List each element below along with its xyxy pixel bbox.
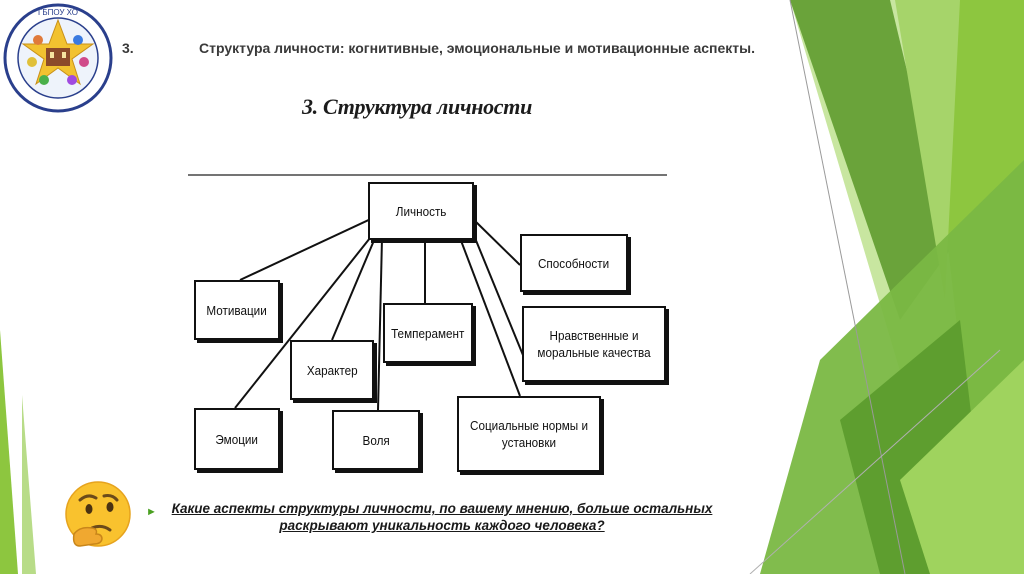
left-green-stripe xyxy=(0,330,18,574)
right-dark-green-tri xyxy=(790,0,950,320)
node-volya: Воля xyxy=(332,410,420,470)
connector-emotsii xyxy=(234,237,371,409)
heading-number: 3. xyxy=(122,40,134,56)
heading-text: Структура личности: когнитивные, эмоцион… xyxy=(199,40,755,56)
node-motivatsii: Мотивации xyxy=(194,280,280,340)
node-sposobnosti: Способности xyxy=(520,234,628,292)
left-light-stripe xyxy=(22,395,36,574)
connector-sposobnosti xyxy=(471,217,521,266)
personality-structure-diagram: Личность Способности Мотивации Темпераме… xyxy=(180,160,680,480)
node-nravstvennye: Нравственные и моральные качества xyxy=(522,306,666,382)
connector-nravstvennye xyxy=(474,237,526,361)
connector-sotsialnye xyxy=(459,237,521,397)
node-lichnost: Личность xyxy=(368,182,474,240)
right-thin-line xyxy=(789,0,906,574)
node-kharakter: Характер xyxy=(290,340,374,400)
node-sotsialnye: Социальные нормы и установки xyxy=(457,396,601,472)
diagram-connectors xyxy=(188,174,667,411)
right-bottom-tri xyxy=(900,360,1024,574)
college-emblem-icon: ГБПОУ ХО xyxy=(3,3,113,113)
bullet-arrow-icon: ► xyxy=(146,506,157,518)
connector-kharakter xyxy=(331,237,376,341)
right-mid-tri xyxy=(895,0,960,300)
thinking-face-icon xyxy=(65,481,131,547)
node-temperament: Темперамент xyxy=(383,303,473,363)
discussion-question: Какие аспекты структуры личности, по ваш… xyxy=(171,501,713,533)
connector-motivatsii xyxy=(239,209,391,281)
right-thin-line-2 xyxy=(749,349,1001,574)
diagram-title: 3. Структура личности xyxy=(301,94,533,119)
connector-volya xyxy=(377,237,383,411)
logo-caption: ГБПОУ ХО xyxy=(38,8,78,17)
node-emotsii: Эмоции xyxy=(194,408,280,470)
